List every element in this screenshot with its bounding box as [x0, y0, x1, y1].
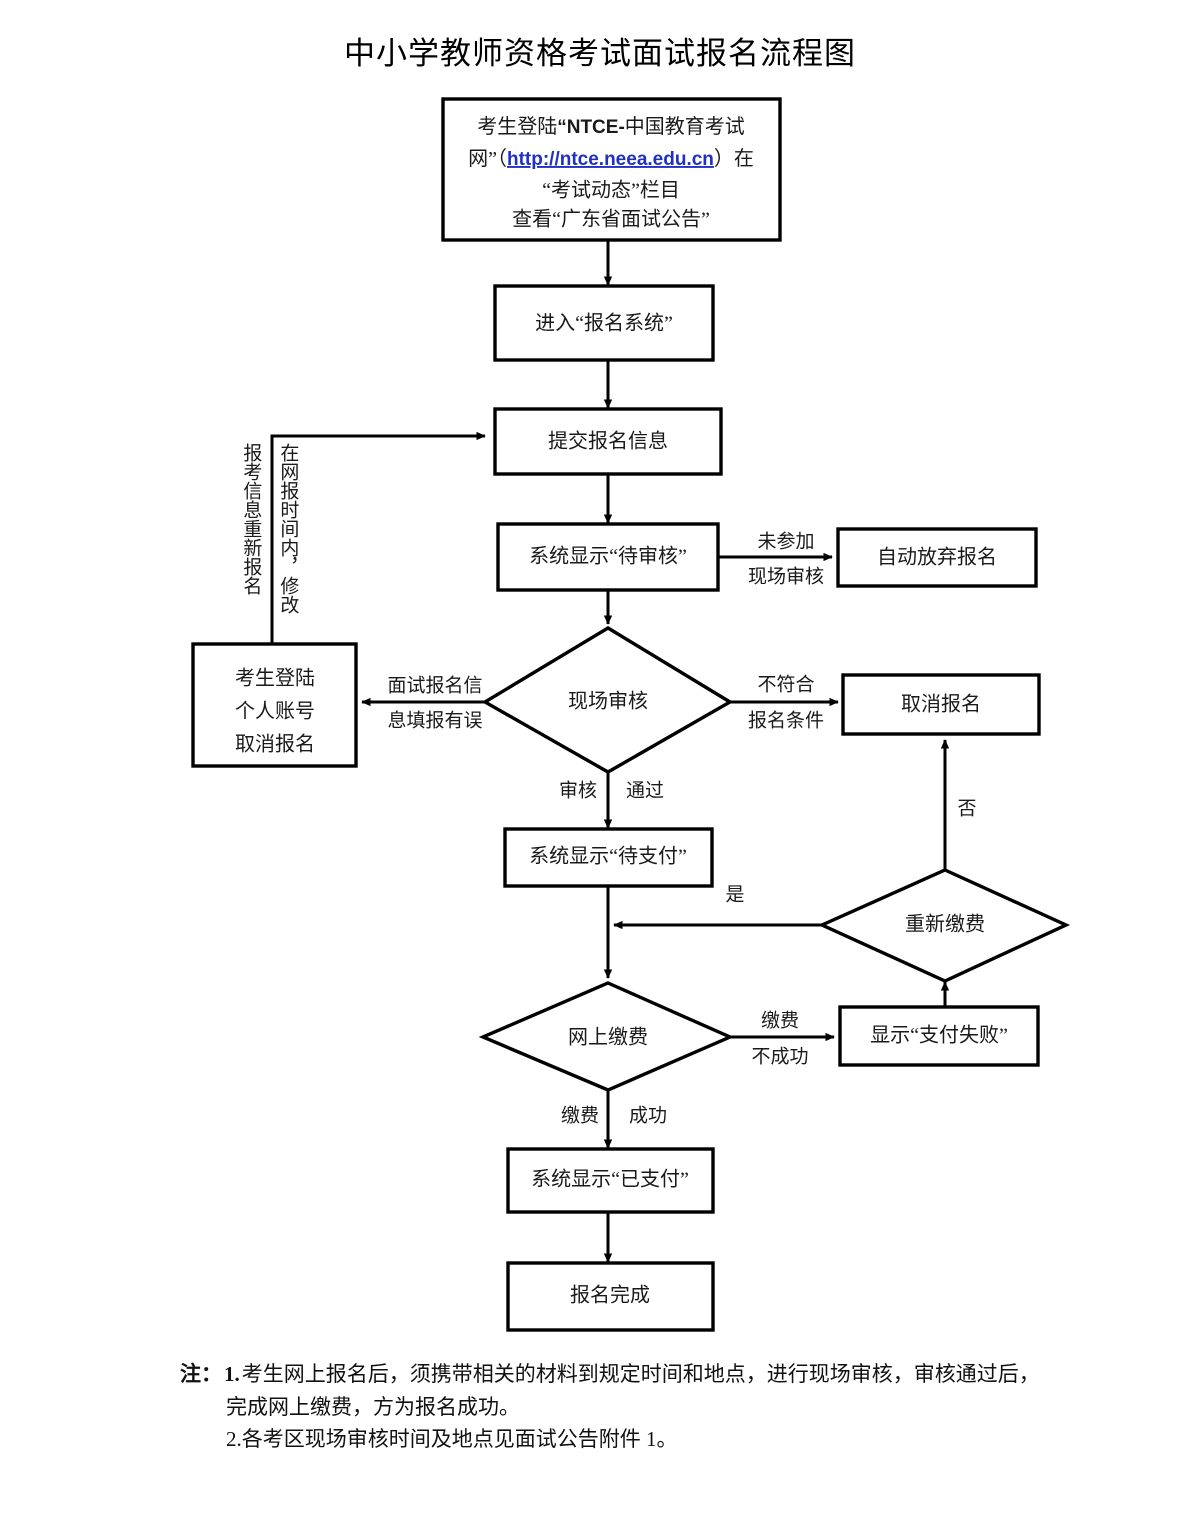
edge-label-vertical-modify-window: 在网报时间内，修改: [277, 443, 299, 614]
node-onsite-review[interactable]: [481, 626, 734, 774]
notes-label: 注：: [180, 1362, 222, 1386]
node-payment-failed-label: 显示“支付失败”: [870, 1024, 1008, 1047]
ntce-website-link[interactable]: http://ntce.neea.edu.cn: [507, 149, 714, 170]
node-pending-payment-label: 系统显示“待支付”: [529, 845, 687, 868]
note-item-2: 2.各考区现场审核时间及地点见面试公告附件 1。: [226, 1427, 678, 1452]
node-repay-label: 重新缴费: [905, 913, 985, 936]
node-finish[interactable]: [506, 1261, 715, 1332]
node-enter-system-label: 进入“报名系统”: [535, 312, 673, 335]
node-online-payment-label: 网上缴费: [568, 1026, 648, 1049]
edge-label-repay-yes: 是: [725, 884, 744, 905]
node-pending-review[interactable]: [496, 522, 720, 592]
note-1-line-1: 考生网上报名后，须携带相关的材料到规定时间和地点，进行现场审核，审核通过后，: [241, 1362, 1040, 1386]
edge-self-cancel-loopback-to-submit: [270, 431, 486, 644]
edge-label-pay-ok-2: 成功: [629, 1104, 667, 1126]
edge-label-pay-ok-1: 缴费: [561, 1104, 599, 1126]
edge-label-review-passed-1: 审核: [559, 779, 597, 801]
node-self-cancel-line2: 个人账号: [235, 700, 315, 723]
node-paid-label: 系统显示“已支付”: [531, 1168, 689, 1191]
notes-block: 注： 1. 考生网上报名后，须携带相关的材料到规定时间和地点，进行现场审核，审核…: [180, 1358, 1100, 1456]
edge-label-pay-fail-2: 不成功: [751, 1045, 808, 1067]
node-start-line4: 查看“广东省面试公告”: [512, 208, 710, 231]
node-self-cancel-line1: 考生登陆: [235, 667, 315, 690]
node-auto-abandon-label: 自动放弃报名: [877, 546, 997, 569]
edge-label-not-attend-1: 未参加: [757, 530, 814, 552]
node-start-line3: “考试动态”栏目: [542, 179, 680, 202]
node-start-line2: 网”（http://ntce.neea.edu.cn）在: [468, 147, 754, 170]
node-finish-label: 报名完成: [570, 1284, 650, 1307]
edge-label-repay-no: 否: [957, 798, 976, 819]
node-paid[interactable]: [506, 1147, 715, 1214]
node-submit-info[interactable]: [493, 407, 723, 476]
node-auto-abandon[interactable]: [836, 527, 1038, 588]
node-pending-payment[interactable]: [503, 827, 714, 888]
node-start[interactable]: [441, 97, 782, 242]
node-payment-failed[interactable]: [838, 1005, 1040, 1067]
edge-label-vertical-reregister: 报考信息重新报名: [240, 443, 262, 595]
note-1-number: 1.: [224, 1362, 240, 1386]
node-online-payment[interactable]: [478, 981, 735, 1092]
node-repay[interactable]: [817, 868, 1071, 983]
node-enter-system[interactable]: [493, 284, 715, 362]
node-cancel-registration-label: 取消报名: [901, 693, 981, 716]
node-pending-review-label: 系统显示“待审核”: [529, 545, 687, 568]
page-title: 中小学教师资格考试面试报名流程图: [344, 36, 856, 71]
edge-label-review-passed-2: 通过: [626, 779, 664, 801]
node-start-line1: 考生登陆“NTCE-中国教育考试: [477, 115, 745, 138]
node-submit-info-label: 提交报名信息: [548, 430, 668, 453]
note-item-1: 注： 1. 考生网上报名后，须携带相关的材料到规定时间和地点，进行现场审核，审核…: [180, 1358, 1100, 1391]
edge-label-not-attend-2: 现场审核: [748, 565, 824, 587]
edge-label-not-qualified-2: 报名条件: [748, 709, 824, 731]
edge-label-not-qualified-1: 不符合: [757, 673, 814, 695]
edge-label-pay-fail-1: 缴费: [761, 1009, 799, 1031]
node-cancel-registration[interactable]: [841, 673, 1041, 736]
note-1-line-2: 完成网上缴费，方为报名成功。: [226, 1394, 520, 1419]
edge-label-wrong-info-1: 面试报名信: [387, 674, 482, 696]
node-self-cancel-line3: 取消报名: [235, 733, 315, 756]
node-self-cancel[interactable]: [191, 642, 358, 768]
edge-label-wrong-info-2: 息填报有误: [387, 709, 482, 731]
node-onsite-review-label: 现场审核: [568, 690, 648, 713]
